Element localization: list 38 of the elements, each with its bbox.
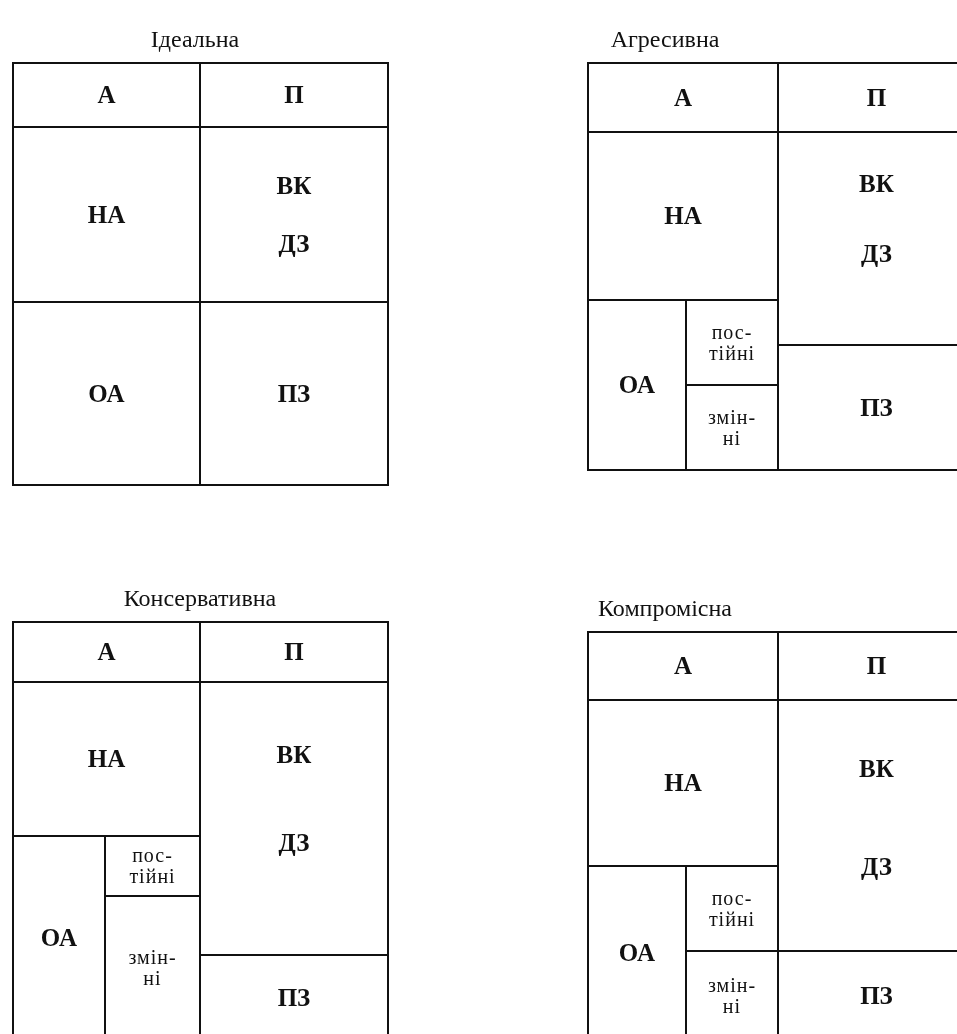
cell-label: змін- ні <box>128 947 177 989</box>
cell-label: ВК <box>276 172 312 200</box>
cell-label: П <box>284 638 304 666</box>
cell-label: ПЗ <box>860 393 893 422</box>
cell-label: пос- тійні <box>129 845 176 887</box>
cell-label: А <box>97 81 116 109</box>
cell-label: змін- ні <box>707 974 757 1017</box>
cell-label: П <box>866 652 887 680</box>
cell-label: ДЗ <box>278 828 310 856</box>
cell-label: ОА <box>618 371 656 399</box>
table-title: Ідеальна <box>150 25 240 52</box>
cell-label: НА <box>87 745 126 773</box>
cell-label: НА <box>664 202 702 230</box>
table-title: Консервативна <box>123 584 277 611</box>
cell-label: А <box>97 638 116 666</box>
cell-label: НА <box>664 769 702 797</box>
cell-label: П <box>284 81 304 109</box>
cell-label: ДЗ <box>861 239 892 267</box>
cell-label: пос- тійні <box>708 887 756 930</box>
cell-label: ДЗ <box>278 229 310 257</box>
table-title: Агресивна <box>610 25 720 52</box>
cell-label: А <box>673 83 693 112</box>
cell-label: ОА <box>618 939 656 967</box>
cell-label: ОА <box>40 924 78 952</box>
cell-label: змін- ні <box>707 406 757 449</box>
cell-label: ПЗ <box>860 981 893 1010</box>
cell-label: ПЗ <box>277 379 311 408</box>
cell-label: НА <box>87 200 126 229</box>
cell-label: П <box>866 83 887 112</box>
cell-label: ДЗ <box>861 852 892 880</box>
cell-label: пос- тійні <box>708 321 756 364</box>
cell-label: ОА <box>88 379 125 408</box>
cell-label: ВК <box>859 755 894 783</box>
cell-label: ВК <box>276 741 312 769</box>
cell-label: ВК <box>859 170 894 198</box>
cell-label: А <box>673 652 693 680</box>
table-title: Компромісна <box>598 594 732 621</box>
cell-label: ПЗ <box>277 983 311 1012</box>
